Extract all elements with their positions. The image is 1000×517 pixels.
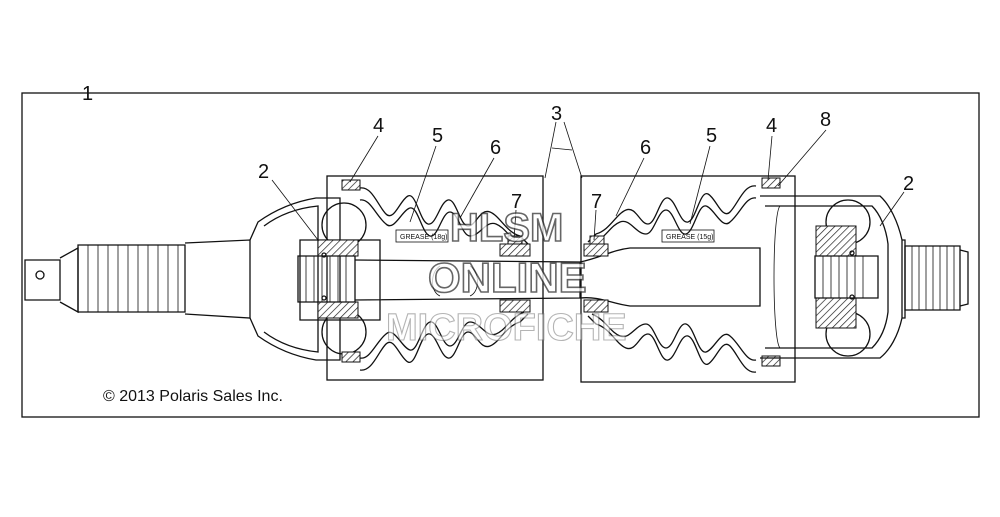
watermark-line2: ONLINE [428, 254, 587, 301]
grease-label-right: GREASE (15g) [666, 234, 713, 241]
boot-left [359, 187, 529, 371]
assembly-frame [21, 92, 980, 418]
main-shaft [354, 247, 761, 307]
callout-1: 1 [82, 83, 93, 105]
grease-label-right-box [661, 229, 715, 243]
callout-7-left: 7 [511, 191, 522, 213]
retaining-ring-left [499, 243, 531, 257]
callout-6-left: 6 [490, 137, 501, 159]
leader-lines [22, 92, 905, 241]
boot-kit-box-left [326, 175, 544, 381]
callout-6-right: 6 [640, 137, 651, 159]
watermark-line1: HLSM [450, 206, 563, 250]
callout-3: 3 [551, 103, 562, 125]
boot-kit-box-right [580, 175, 796, 383]
callout-8: 8 [820, 109, 831, 131]
callout-5-right: 5 [706, 125, 717, 147]
right-stub-spline [902, 239, 969, 319]
callout-4-right: 4 [766, 115, 777, 137]
clamp-left-top [341, 179, 361, 191]
grease-label-left: GREASE (18g) [400, 234, 447, 241]
clamp-left-bottom [341, 351, 361, 363]
grease-label-left-box [395, 229, 449, 243]
callout-5-left: 5 [432, 125, 443, 147]
callout-2-right: 2 [903, 173, 914, 195]
clamp-right-bottom [761, 355, 781, 367]
clamp-right-top [761, 177, 781, 189]
retaining-ring-right [583, 243, 609, 257]
retaining-ring-left-bottom [499, 299, 531, 313]
callout-2-left: 2 [258, 161, 269, 183]
left-cv-housing [249, 197, 381, 361]
right-cv-housing [760, 195, 903, 359]
callout-4-left: 4 [373, 115, 384, 137]
callout-7-right: 7 [591, 191, 602, 213]
retaining-ring-right-bottom [583, 299, 609, 313]
copyright-text: © 2013 Polaris Sales Inc. [103, 388, 283, 405]
left-stub-shaft [24, 239, 251, 319]
boot-right [587, 185, 757, 373]
watermark-line3: MICROFICHE [386, 307, 627, 349]
